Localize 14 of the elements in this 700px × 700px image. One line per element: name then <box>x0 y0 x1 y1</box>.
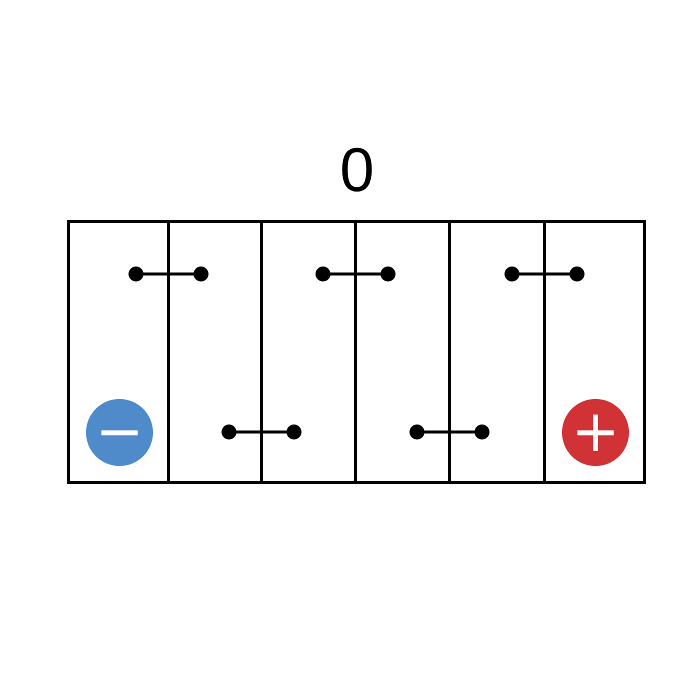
battery-cell <box>354 220 451 484</box>
intercell-connector <box>316 266 396 282</box>
polarity-sign: + <box>571 402 620 460</box>
title: 0 <box>340 140 374 202</box>
intercell-connector <box>504 266 584 282</box>
battery-cell <box>260 220 357 484</box>
intercell-connector <box>410 424 490 440</box>
battery-cell <box>167 220 263 484</box>
intercell-connector <box>222 424 302 440</box>
polarity-sign: − <box>95 402 144 460</box>
intercell-connector <box>128 266 208 282</box>
battery-cell <box>543 220 646 484</box>
battery-cell <box>448 220 546 484</box>
battery-cell <box>67 220 170 484</box>
